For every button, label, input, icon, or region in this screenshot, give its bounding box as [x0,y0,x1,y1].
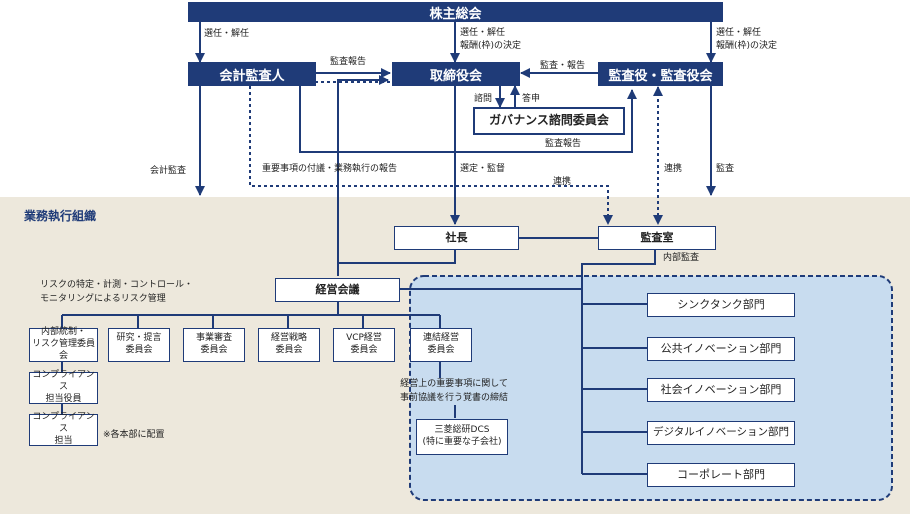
consult-label: 諮問 [474,94,493,104]
committee-line-2: 委員会 [275,345,303,355]
department-box: デジタルイノベーション部門 [647,421,795,445]
branch-note: ※各本部に配置 [103,430,165,440]
elect-center-label-1: 選任・解任 [460,28,506,38]
committee-line-1: 研究・提言 [116,333,162,344]
department-label: コーポレート部門 [677,467,765,481]
agreement-note-line-1: 経営上の重要事項に関して [400,379,508,389]
compliance-staff-line-1: コンプライアンス [32,412,95,435]
risk-management-note: リスクの特定・計測・コントロール・ モニタリングによるリスク管理 [40,279,193,306]
internal-audit-label: 内部監査 [663,253,700,263]
management-meeting-label: 経営会議 [315,282,360,296]
agreement-note: 経営上の重要事項に関して 事前協議を行う覚書の締結 [360,378,508,405]
department-box: コーポレート部門 [647,463,795,487]
audit-report-right-label: 監査・報告 [540,61,586,71]
committee-box: 内部統制・ リスク管理委員会 [29,327,98,362]
compliance-officer-line-2: 担当役員 [45,393,82,404]
management-meeting-box: 経営会議 [275,278,400,302]
audit-right-label: 監査 [716,164,735,174]
subsidiary-line-2: (特に重要な子会社) [422,437,502,447]
department-label: 公共イノベーション部門 [660,341,782,355]
committee-line-2: 委員会 [427,345,455,355]
cooperation-right-label: 連携 [664,164,683,174]
audit-office-box: 監査室 [598,226,716,250]
elect-right-label-1: 選任・解任 [716,28,762,38]
answer-label: 答申 [522,94,541,104]
elect-center-label-2: 報酬(枠)の決定 [460,41,522,51]
department-box: 社会イノベーション部門 [647,378,795,402]
president-box: 社長 [394,226,519,250]
president-label: 社長 [445,230,468,244]
agreement-note-line-2: 事前協議を行う覚書の締結 [399,392,508,403]
board-box: 取締役会 [392,62,520,86]
advisory-committee-label: ガバナンス諮問委員会 [489,113,609,128]
committee-line-2: 委員会 [350,345,378,355]
compliance-staff-box: コンプライアンス 担当 [29,412,98,446]
department-box: 公共イノベーション部門 [647,337,795,361]
committee-line-1: 経営戦略 [270,333,307,344]
committee-line-1: 事業審査 [195,333,232,344]
committee-line-2: リスク管理委員会 [31,339,95,361]
committee-box: 経営戦略 委員会 [258,328,320,362]
committee-box: VCP経営 委員会 [333,328,395,362]
committee-line-2: 委員会 [200,345,228,355]
committee-box: 研究・提言 委員会 [108,328,170,362]
audit-report-top-label: 監査報告 [330,57,367,67]
audit-report-mid-label: 監査報告 [545,139,582,149]
committee-line-1: 連結経営 [422,333,459,344]
department-box: シンクタンク部門 [647,293,795,317]
appoint-supervise-label: 選定・監督 [460,164,506,174]
compliance-officer-line-1: コンプライアンス [32,370,95,393]
committee-line-2: 委員会 [125,345,153,355]
auditor-box: 会計監査人 [188,62,316,86]
cooperation-center-label: 連携 [553,177,572,187]
compliance-officer-box: コンプライアンス 担当役員 [29,370,98,404]
elect-right-label-2: 報酬(枠)の決定 [716,41,778,51]
important-matters-label: 重要事項の付議・業務執行の報告 [262,164,398,174]
accounting-audit-label: 会計監査 [150,166,187,176]
audit-committee-label: 監査役・監査役会 [608,68,713,84]
advisory-committee-box: ガバナンス諮問委員会 [473,107,625,135]
execution-section-title: 業務執行組織 [24,209,97,223]
auditor-label: 会計監査人 [219,68,285,84]
risk-note-line-2: モニタリングによるリスク管理 [40,293,166,304]
compliance-staff-line-2: 担当 [54,435,73,446]
subsidiary-box: 三菱総研DCS (特に重要な子会社) [416,419,508,455]
department-label: デジタルイノベーション部門 [652,426,790,439]
audit-office-label: 監査室 [640,230,674,244]
committee-box: 連結経営 委員会 [410,328,472,362]
shareholders-meeting-label: 株主総会 [429,6,482,22]
department-label: シンクタンク部門 [677,297,765,311]
committee-box: 事業審査 委員会 [183,328,245,362]
subsidiary-line-1: 三菱総研DCS [434,425,490,436]
department-label: 社会イノベーション部門 [660,382,782,396]
committee-line-1: 内部統制・ [40,327,86,338]
committee-line-1: VCP経営 [346,333,382,344]
risk-note-line-1: リスクの特定・計測・コントロール・ [40,280,194,290]
elect-left-label: 選任・解任 [204,29,250,39]
board-label: 取締役会 [429,68,482,84]
shareholders-meeting-box: 株主総会 [188,2,723,22]
audit-committee-box: 監査役・監査役会 [598,62,723,86]
